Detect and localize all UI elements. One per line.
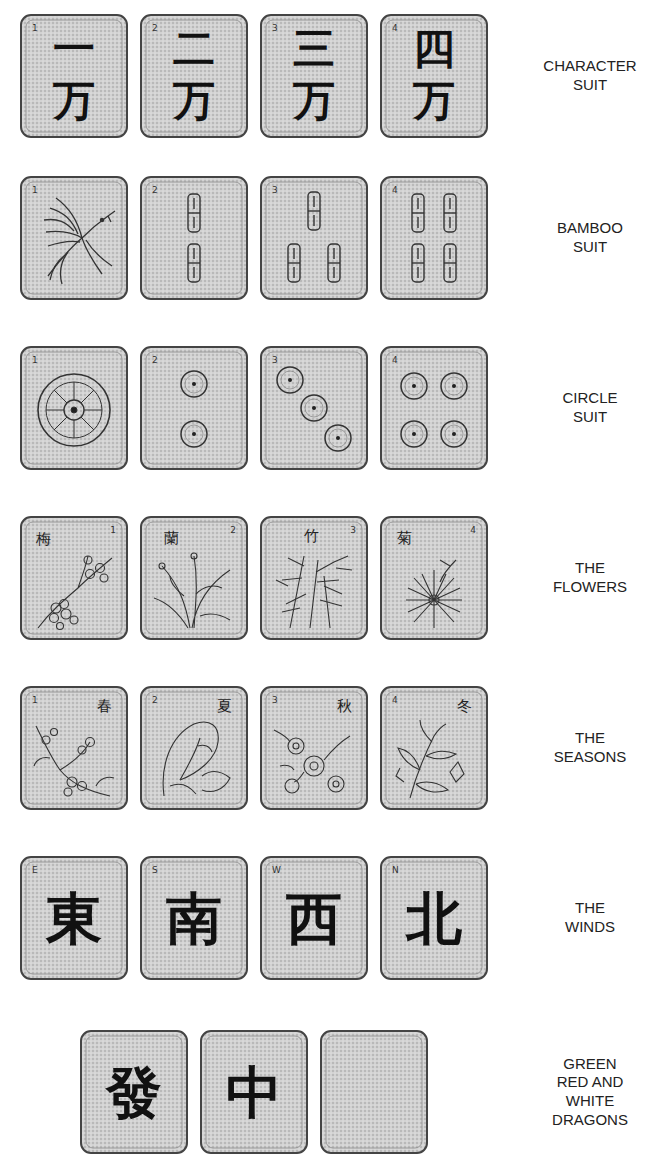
tile-number: 1	[32, 24, 38, 33]
mahjong-tile: N北	[380, 856, 488, 980]
mahjong-tile: 發	[80, 1030, 188, 1154]
mahjong-tile: 3三万	[260, 14, 368, 138]
tile-character: 一	[22, 28, 126, 70]
tile-number: 2	[152, 356, 158, 365]
row-label: GREEN RED AND WHITE DRAGONS	[548, 1055, 632, 1130]
mahjong-tile: 1	[20, 346, 128, 470]
tile-character: 四	[382, 28, 486, 70]
tile-number: 3	[272, 356, 278, 365]
tile-character: 秋	[337, 699, 352, 714]
tile-letter: N	[392, 866, 399, 875]
tile-number: 3	[272, 186, 278, 195]
tile-number: 4	[392, 356, 398, 365]
mahjong-tile: 1一万	[20, 14, 128, 138]
row-label: CIRCLE SUIT	[550, 389, 630, 427]
mahjong-tile: 3	[260, 346, 368, 470]
tile-number: 1	[32, 356, 38, 365]
tile-character: 二	[142, 28, 246, 70]
tile-character: 万	[142, 80, 246, 122]
tile-number: 4	[392, 696, 398, 705]
mahjong-tile: 2	[140, 346, 248, 470]
mahjong-tile: 3秋	[260, 686, 368, 810]
tile-character: 南	[142, 890, 246, 946]
mahjong-tile: W西	[260, 856, 368, 980]
row-label: THE FLOWERS	[545, 559, 635, 597]
tile-number: 2	[152, 24, 158, 33]
mahjong-tile: 2夏	[140, 686, 248, 810]
mahjong-tile: 4冬	[380, 686, 488, 810]
tile-character: 万	[382, 80, 486, 122]
mahjong-tile: 3	[260, 176, 368, 300]
tile-number: 1	[32, 696, 38, 705]
tile-character: 竹	[304, 529, 319, 544]
mahjong-tile: 1梅	[20, 516, 128, 640]
mahjong-tile: 4	[380, 346, 488, 470]
tile-number: 3	[272, 696, 278, 705]
mahjong-tile: 4四万	[380, 14, 488, 138]
tile-character: 菊	[397, 531, 412, 546]
tile-number: 2	[152, 696, 158, 705]
tile-character: 西	[262, 890, 366, 946]
tile-number: 2	[152, 186, 158, 195]
tile-number: 1	[32, 186, 38, 195]
tile-character: 蘭	[164, 531, 179, 546]
mahjong-tile: 4	[380, 176, 488, 300]
mahjong-tile: 1	[20, 176, 128, 300]
mahjong-tile: 中	[200, 1030, 308, 1154]
mahjong-tile: E東	[20, 856, 128, 980]
tile-character: 中	[202, 1064, 306, 1120]
tile-number: 3	[350, 526, 356, 535]
tile-character: 万	[22, 80, 126, 122]
tile-letter: E	[32, 866, 38, 875]
mahjong-tile: 3竹	[260, 516, 368, 640]
row-label: BAMBOO SUIT	[550, 219, 630, 257]
tile-number: 3	[272, 24, 278, 33]
mahjong-tile: 2	[140, 176, 248, 300]
tile-letter: W	[272, 866, 281, 875]
tile-character: 万	[262, 80, 366, 122]
tile-character: 夏	[217, 699, 232, 714]
tile-character: 北	[382, 890, 486, 946]
mahjong-tile: 4菊	[380, 516, 488, 640]
mahjong-tile: 2二万	[140, 14, 248, 138]
row-label: THE SEASONS	[540, 729, 640, 767]
row-label: CHARACTER SUIT	[535, 57, 645, 95]
tile-character: 梅	[36, 532, 51, 547]
tile-number: 1	[110, 526, 116, 535]
tile-character: 三	[262, 28, 366, 70]
mahjong-tile: S南	[140, 856, 248, 980]
tile-number: 2	[230, 526, 236, 535]
tile-character: 發	[82, 1064, 186, 1120]
tile-number: 4	[392, 24, 398, 33]
mahjong-tile: 2蘭	[140, 516, 248, 640]
tile-number: 4	[392, 186, 398, 195]
mahjong-tile: 1春	[20, 686, 128, 810]
tile-character: 東	[22, 890, 126, 946]
row-label: THE WINDS	[550, 899, 630, 937]
tile-character: 春	[97, 699, 112, 714]
tile-character: 冬	[457, 699, 472, 714]
tile-letter: S	[152, 866, 158, 875]
tile-number: 4	[470, 526, 476, 535]
